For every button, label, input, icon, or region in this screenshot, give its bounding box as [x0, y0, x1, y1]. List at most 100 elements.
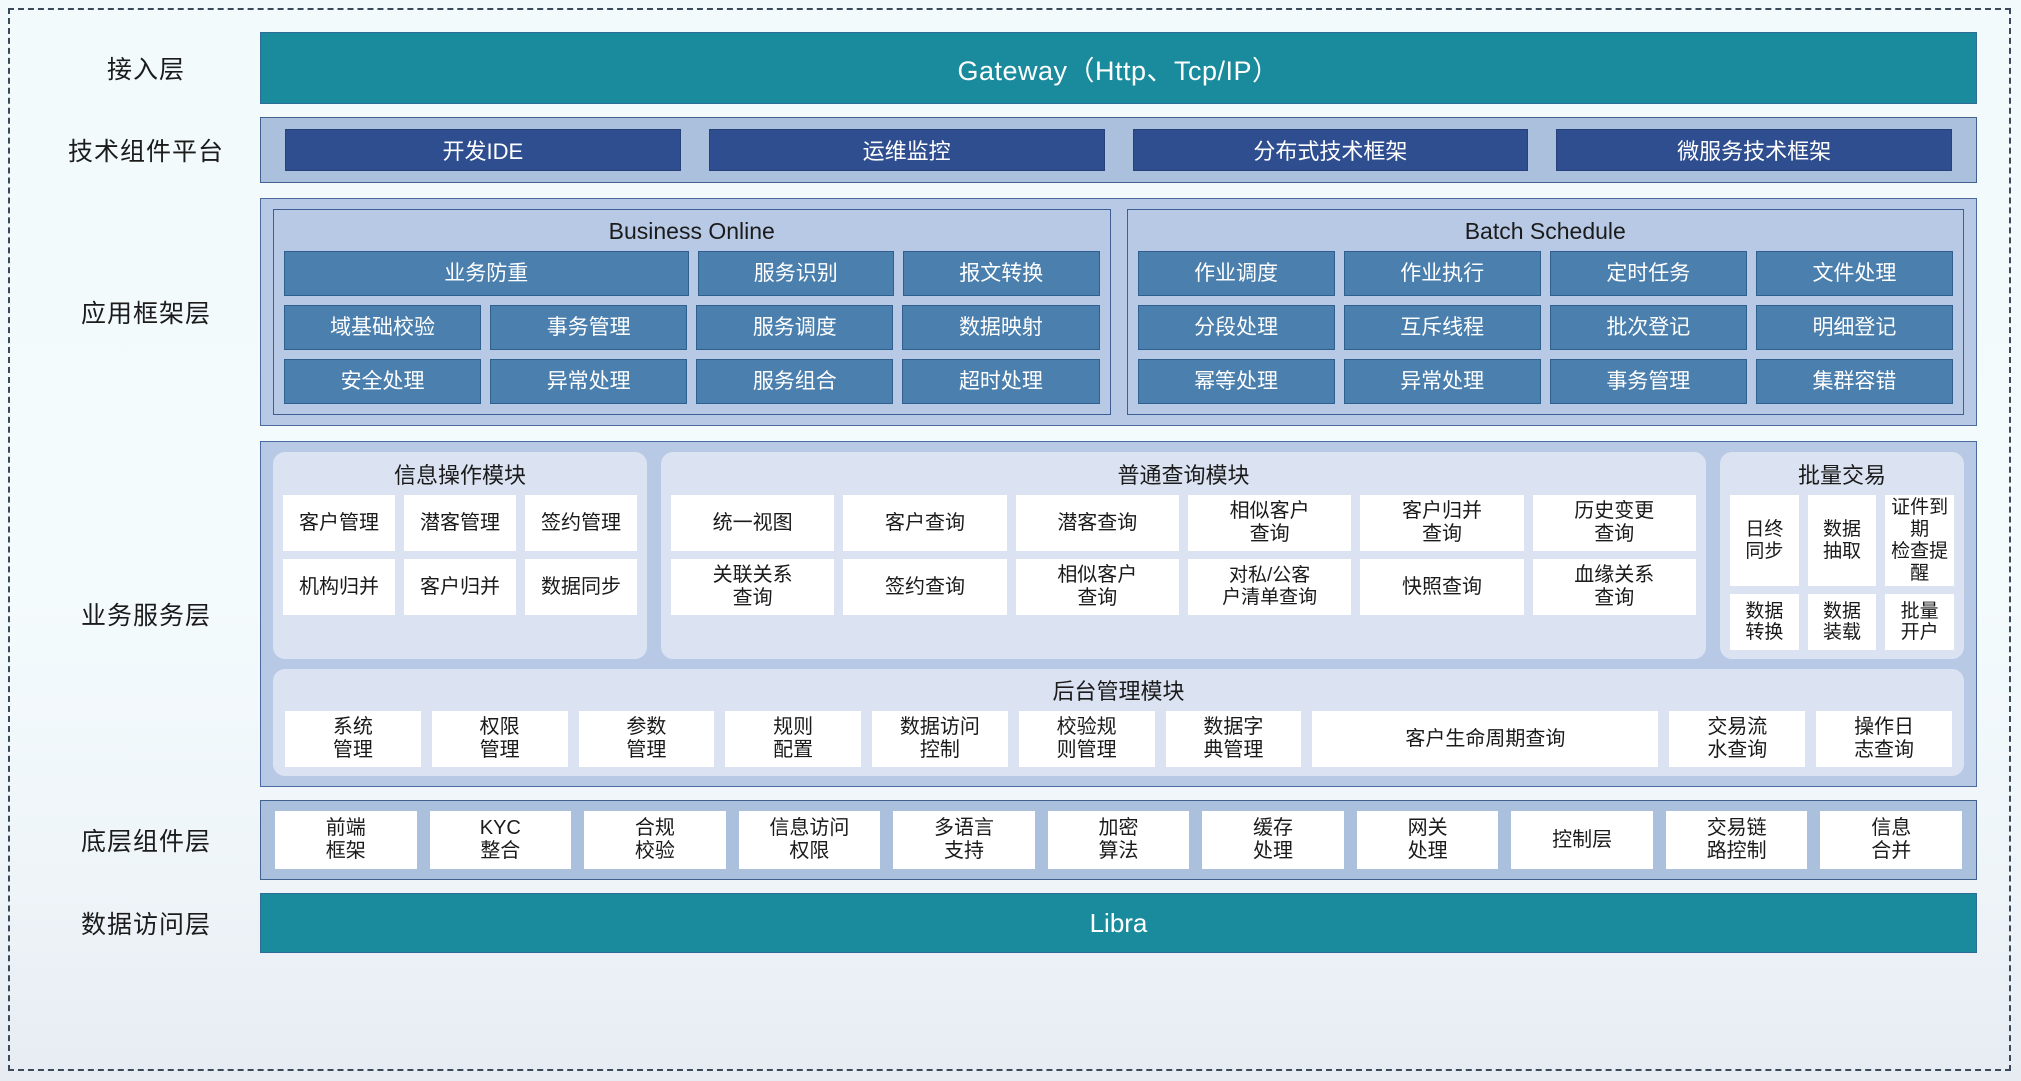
service-cell[interactable]: 对私/公客户清单查询 [1187, 559, 1352, 615]
app-cell[interactable]: 事务管理 [1549, 359, 1747, 404]
gateway-bar[interactable]: Gateway（Http、Tcp/IP） [260, 32, 1977, 104]
service-group-title: 普通查询模块 [1117, 463, 1250, 488]
service-cell[interactable]: 客户查询 [843, 495, 1007, 551]
service-layer-body: 信息操作模块 客户管理 潜客管理 签约管理 机构归并 客户归并 [260, 441, 1977, 788]
service-cell[interactable]: 客户归并 [404, 559, 516, 615]
app-cell[interactable]: 服务组合 [696, 359, 894, 404]
app-cell[interactable]: 域基础校验 [284, 305, 482, 350]
app-cell[interactable]: 集群容错 [1755, 359, 1953, 404]
base-cell[interactable]: 交易链路控制 [1665, 811, 1808, 870]
app-cell[interactable]: 互斥线程 [1343, 305, 1541, 350]
service-cell[interactable]: 血缘关系查询 [1532, 559, 1696, 615]
app-cell[interactable]: 报文转换 [903, 251, 1100, 296]
service-cell[interactable]: 快照查询 [1360, 559, 1524, 615]
app-row: 分段处理 互斥线程 批次登记 明细登记 [1137, 305, 1953, 350]
admin-cell[interactable]: 校验规则管理 [1018, 711, 1155, 768]
app-cell[interactable]: 超时处理 [902, 359, 1100, 404]
service-grid: 统一视图 客户查询 潜客查询 相似客户查询 客户归并查询 历史变更查询 关联关系… [671, 495, 1696, 615]
app-row: 域基础校验 事务管理 服务调度 数据映射 [284, 305, 1100, 350]
app-cell[interactable]: 文件处理 [1755, 251, 1953, 296]
admin-cell[interactable]: 交易流水查询 [1669, 711, 1806, 768]
app-cell[interactable]: 定时任务 [1549, 251, 1747, 296]
app-cell[interactable]: 幂等处理 [1137, 359, 1335, 404]
service-cell[interactable]: 数据同步 [525, 559, 637, 615]
admin-cell[interactable]: 规则配置 [725, 711, 861, 768]
service-cell[interactable]: 客户管理 [283, 495, 395, 551]
service-grid: 客户管理 潜客管理 签约管理 机构归并 客户归并 数据同步 [283, 495, 637, 615]
app-cell[interactable]: 作业执行 [1343, 251, 1541, 296]
service-cell[interactable]: 日终同步 [1730, 495, 1799, 587]
base-cell[interactable]: 缓存处理 [1202, 811, 1344, 870]
service-cell[interactable]: 统一视图 [671, 495, 835, 551]
admin-cell[interactable]: 操作日志查询 [1816, 711, 1952, 768]
service-cell[interactable]: 数据装载 [1807, 594, 1877, 651]
admin-cell[interactable]: 参数管理 [578, 711, 715, 768]
service-group-admin-management: 后台管理模块 系统管理 权限管理 参数管理 规则配置 数据访问控制 校验规则管理… [273, 669, 1964, 777]
app-row: 作业调度 作业执行 定时任务 文件处理 [1137, 251, 1953, 296]
service-cell[interactable]: 机构归并 [283, 559, 395, 615]
admin-cell[interactable]: 系统管理 [285, 711, 421, 768]
service-row: 统一视图 客户查询 潜客查询 相似客户查询 客户归并查询 历史变更查询 [671, 495, 1696, 551]
service-row: 日终同步 数据抽取 证件到期检查提醒 [1730, 495, 1955, 587]
tech-chip-ops-monitor[interactable]: 运维监控 [708, 129, 1105, 171]
service-cell[interactable]: 签约查询 [843, 559, 1007, 615]
admin-cell[interactable]: 数据访问控制 [872, 711, 1008, 768]
layer-label-access: 接入层 [106, 56, 185, 84]
service-row: 数据转换 数据装载 批量开户 [1730, 594, 1955, 651]
app-cell[interactable]: 异常处理 [1343, 359, 1541, 404]
base-cell[interactable]: 信息合并 [1820, 811, 1963, 870]
base-cell[interactable]: 网关处理 [1356, 811, 1499, 870]
service-cell[interactable]: 批量开户 [1885, 594, 1955, 651]
service-cell[interactable]: 证件到期检查提醒 [1885, 495, 1955, 587]
layer-label-data: 数据访问层 [80, 911, 211, 940]
spacer [32, 104, 1977, 117]
app-cell[interactable]: 数据映射 [902, 305, 1100, 350]
access-layer-body: Gateway（Http、Tcp/IP） [260, 32, 1977, 104]
app-cell[interactable]: 服务调度 [696, 305, 894, 350]
layer-row-service: 业务服务层 信息操作模块 客户管理 潜客管理 签约管理 [32, 441, 1977, 788]
app-cell[interactable]: 安全处理 [284, 359, 482, 404]
app-cell[interactable]: 作业调度 [1137, 251, 1335, 296]
app-cell[interactable]: 事务管理 [490, 305, 688, 350]
service-cell[interactable]: 潜客查询 [1015, 495, 1179, 551]
app-grid: 作业调度 作业执行 定时任务 文件处理 分段处理 互斥线程 批次登记 明细登记 [1137, 251, 1953, 404]
tech-chip-distributed-framework[interactable]: 分布式技术框架 [1132, 129, 1529, 171]
base-cell[interactable]: 前端框架 [275, 811, 417, 870]
app-layer-body: Business Online 业务防重 服务识别 报文转换 域基础校验 事务管… [260, 198, 1977, 426]
service-panel: 信息操作模块 客户管理 潜客管理 签约管理 机构归并 客户归并 [260, 441, 1977, 788]
libra-bar[interactable]: Libra [260, 893, 1977, 954]
base-cell[interactable]: 信息访问权限 [738, 811, 881, 870]
app-cell[interactable]: 服务识别 [697, 251, 895, 296]
service-cell[interactable]: 签约管理 [525, 495, 637, 551]
service-group-title: 批量交易 [1797, 463, 1886, 488]
admin-row: 系统管理 权限管理 参数管理 规则配置 数据访问控制 校验规则管理 数据字典管理… [285, 711, 1952, 768]
app-cell[interactable]: 明细登记 [1755, 305, 1953, 350]
tech-panel: 开发IDE 运维监控 分布式技术框架 微服务技术框架 [260, 117, 1977, 183]
admin-cell[interactable]: 数据字典管理 [1165, 711, 1302, 768]
base-cell[interactable]: 多语言支持 [893, 811, 1035, 870]
base-cell[interactable]: 加密算法 [1047, 811, 1190, 870]
service-row: 机构归并 客户归并 数据同步 [283, 559, 637, 615]
tech-chip-microservice-framework[interactable]: 微服务技术框架 [1556, 129, 1952, 171]
service-cell[interactable]: 数据抽取 [1807, 495, 1877, 587]
service-cell[interactable]: 客户归并查询 [1360, 495, 1524, 551]
app-cell[interactable]: 批次登记 [1549, 305, 1747, 350]
service-cell[interactable]: 相似客户查询 [1187, 495, 1352, 551]
service-cell[interactable]: 相似客户查询 [1015, 559, 1179, 615]
spacer [32, 787, 1977, 800]
service-cell[interactable]: 潜客管理 [404, 495, 516, 551]
app-cell[interactable]: 异常处理 [490, 359, 688, 404]
admin-cell[interactable]: 客户生命周期查询 [1312, 711, 1659, 768]
base-cell[interactable]: 合规校验 [584, 811, 726, 870]
service-group-title: 后台管理模块 [1052, 679, 1185, 705]
app-cell[interactable]: 分段处理 [1137, 305, 1335, 350]
service-cell[interactable]: 历史变更查询 [1532, 495, 1696, 551]
service-cell[interactable]: 数据转换 [1730, 594, 1799, 651]
tech-chip-ide[interactable]: 开发IDE [285, 129, 681, 171]
base-cell[interactable]: 控制层 [1511, 811, 1653, 870]
app-cell[interactable]: 业务防重 [284, 251, 689, 296]
admin-cell[interactable]: 权限管理 [431, 711, 568, 768]
service-cell[interactable]: 关联关系查询 [671, 559, 835, 615]
